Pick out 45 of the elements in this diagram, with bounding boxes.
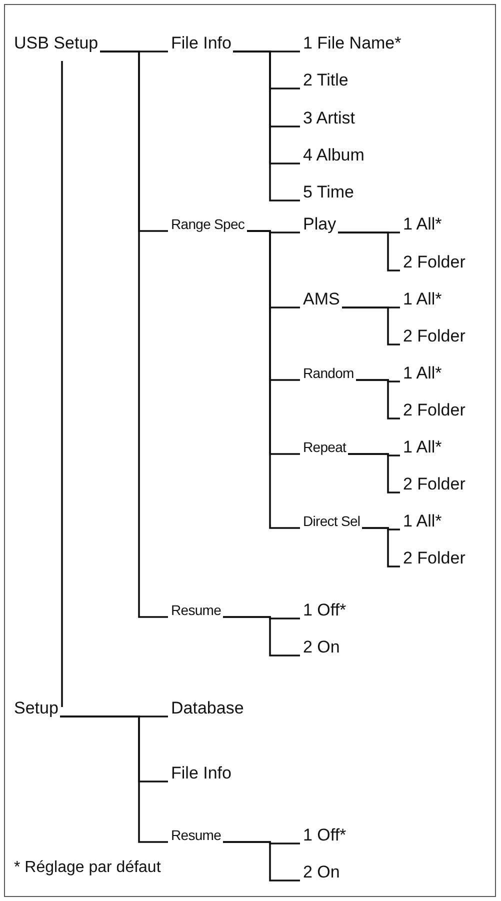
menu-item: 2 Title	[303, 72, 348, 88]
menu-item: 1 All*	[403, 364, 442, 382]
menu-item: 1 All*	[403, 512, 442, 530]
menu-item: 2 On	[303, 638, 340, 656]
menu-item: 1 All*	[403, 216, 442, 232]
menu-item: Play	[303, 216, 336, 232]
footnote: * Réglage par défaut	[14, 860, 161, 876]
menu-item: Database	[171, 700, 244, 716]
menu-item: AMS	[303, 290, 340, 308]
menu-item: 2 On	[303, 864, 340, 880]
menu-item: 1 File Name*	[303, 34, 402, 52]
menu-item: 5 Time	[303, 184, 354, 200]
tree-connector	[348, 453, 400, 494]
menu-item: 1 All*	[403, 438, 442, 456]
tree-connector	[61, 61, 63, 707]
menu-item: 2 Folder	[403, 402, 466, 418]
menu-item: File Info	[171, 34, 232, 52]
menu-item: 1 All*	[403, 290, 442, 308]
menu-item: USB Setup	[14, 34, 98, 52]
menu-item: Direct Sel	[303, 514, 360, 528]
menu-item: 2 Folder	[403, 550, 466, 566]
menu-item: 2 Folder	[403, 328, 466, 344]
menu-item: 4 Album	[303, 146, 364, 164]
menu-item: File Info	[171, 764, 232, 782]
tree-connector	[247, 230, 300, 529]
menu-item: Range Spec	[171, 217, 245, 231]
menu-item: 1 Off*	[303, 826, 346, 844]
tree-connector	[60, 716, 168, 843]
menu-item: Setup	[14, 700, 58, 716]
tree-connector	[100, 50, 168, 618]
menu-item: 2 Folder	[403, 254, 466, 270]
menu-item: 3 Artist	[303, 110, 355, 126]
tree-connector	[342, 306, 400, 346]
menu-item: 1 Off*	[303, 602, 346, 618]
tree-connector	[223, 616, 300, 656]
tree-connector	[233, 50, 300, 202]
menu-item: 2 Folder	[403, 476, 466, 492]
tree-connector	[356, 379, 400, 420]
tree-connector	[338, 232, 400, 272]
menu-item: Resume	[171, 828, 222, 842]
tree-connector	[223, 841, 300, 882]
menu-item: Resume	[171, 603, 222, 617]
menu-item: Repeat	[303, 440, 346, 454]
menu-item: Random	[303, 366, 354, 380]
tree-connector	[362, 527, 400, 568]
